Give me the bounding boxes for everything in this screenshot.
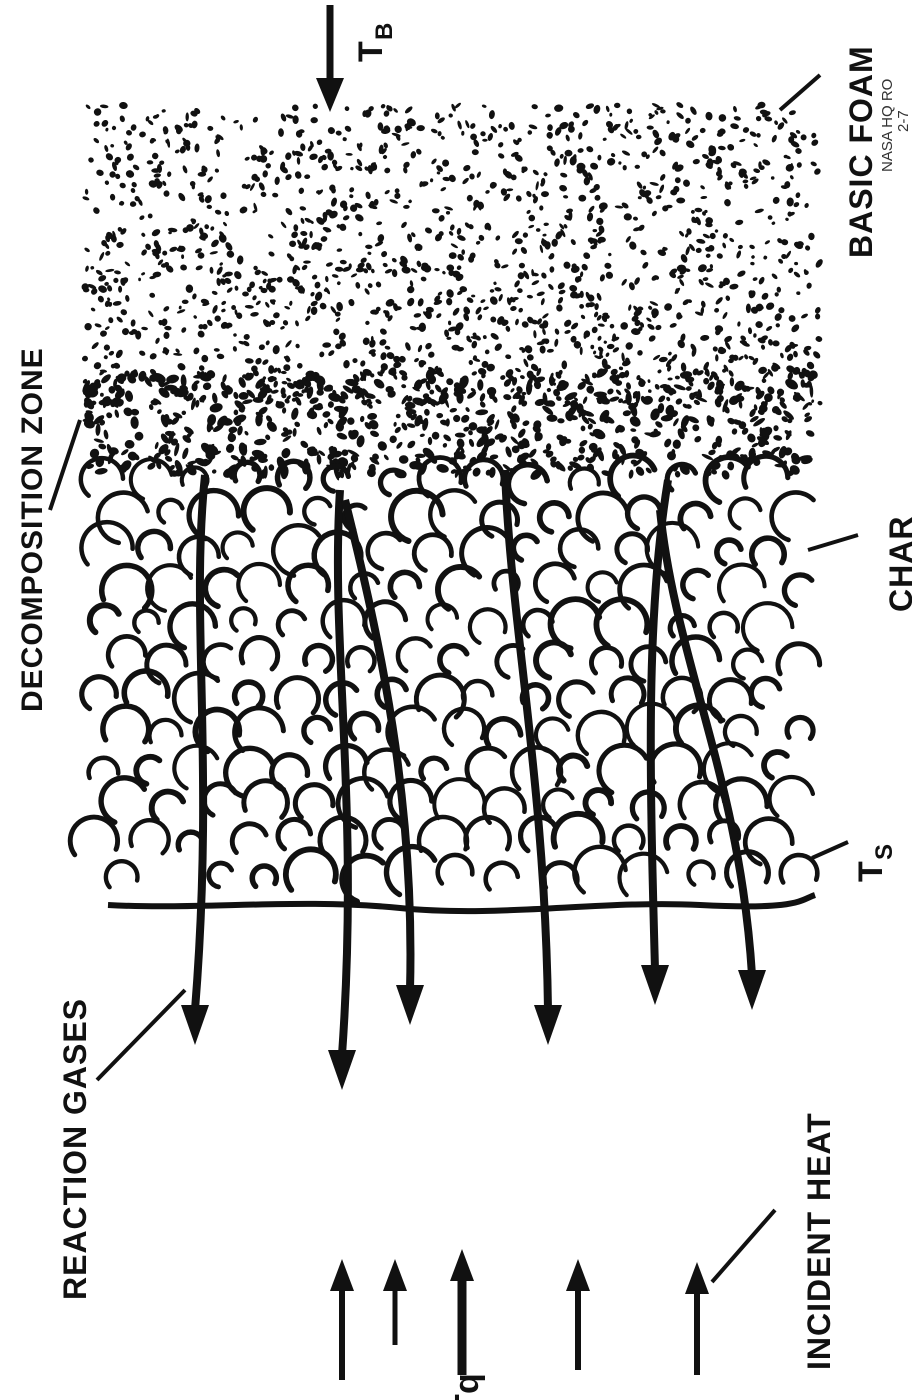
- q-dot-label: q ˙: [448, 1373, 493, 1400]
- incident-heat-arrows: [330, 1249, 709, 1380]
- svg-text:T: T: [352, 41, 390, 62]
- tb-label: T B: [352, 23, 398, 62]
- ts-leader-line: [812, 842, 848, 858]
- char-surface-line: [108, 895, 815, 911]
- source-note: NASA HQ RO 2-7: [879, 79, 912, 172]
- char-region: [70, 456, 819, 902]
- basic-foam-leader-line: [780, 75, 820, 110]
- svg-text:2-7: 2-7: [895, 110, 912, 132]
- reaction-gases-leader-line: [97, 990, 185, 1080]
- svg-text:S: S: [871, 844, 898, 860]
- reaction-gases-label: REACTION GASES: [57, 998, 93, 1300]
- char-label: CHAR: [883, 516, 912, 612]
- incident-heat-label: INCIDENT HEAT: [801, 1112, 837, 1370]
- foam-region: [80, 101, 824, 409]
- decomposition-leader-line: [50, 420, 80, 510]
- svg-text:NASA HQ RO: NASA HQ RO: [879, 79, 896, 172]
- char-leader-line: [808, 535, 858, 550]
- svg-text:T: T: [852, 861, 890, 882]
- basic-foam-label: BASIC FOAM: [843, 45, 879, 258]
- ts-label: T S: [852, 844, 898, 882]
- decomposition-zone-label: DECOMPOSITION ZONE: [16, 347, 49, 712]
- incident-heat-leader-line: [712, 1210, 775, 1282]
- tb-arrow: [316, 5, 344, 112]
- svg-text:B: B: [371, 23, 398, 40]
- svg-text:˙: ˙: [449, 1391, 493, 1400]
